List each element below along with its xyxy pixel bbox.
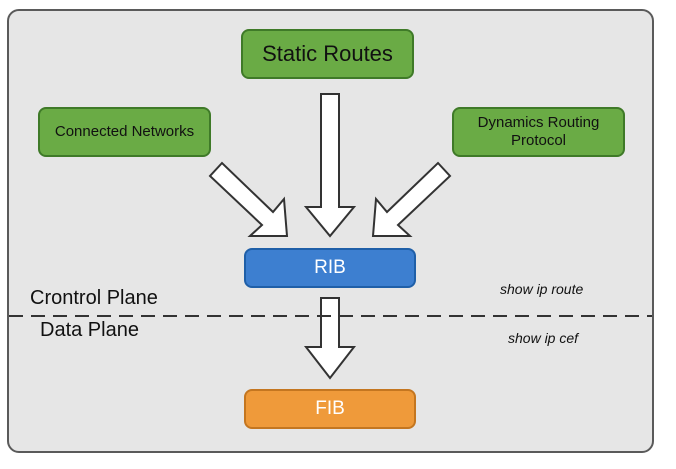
show-ip-cef-label: show ip cef xyxy=(508,330,579,346)
arrow-dynamic-to-rib xyxy=(371,161,452,237)
connected-networks-label: Connected Networks xyxy=(54,123,195,140)
rib-box: RIB xyxy=(244,248,416,288)
static-routes-label: Static Routes xyxy=(262,40,393,66)
rib-label: RIB xyxy=(314,256,346,278)
dynamic-routing-box: Dynamics Routing Protocol xyxy=(452,107,625,157)
fib-box: FIB xyxy=(244,389,416,429)
arrow-connected-to-rib xyxy=(208,161,289,237)
fib-label: FIB xyxy=(315,397,345,419)
dynamic-routing-label: Dynamics Routing Protocol xyxy=(477,114,600,149)
control-plane-label: Crontrol Plane xyxy=(30,287,158,309)
arrow-static-to-rib xyxy=(303,93,357,238)
static-routes-box: Static Routes xyxy=(241,29,414,79)
data-plane-label: Data Plane xyxy=(40,319,139,341)
show-ip-route-label: show ip route xyxy=(500,281,584,297)
arrow-rib-to-fib xyxy=(303,297,357,380)
connected-networks-box: Connected Networks xyxy=(38,107,211,157)
